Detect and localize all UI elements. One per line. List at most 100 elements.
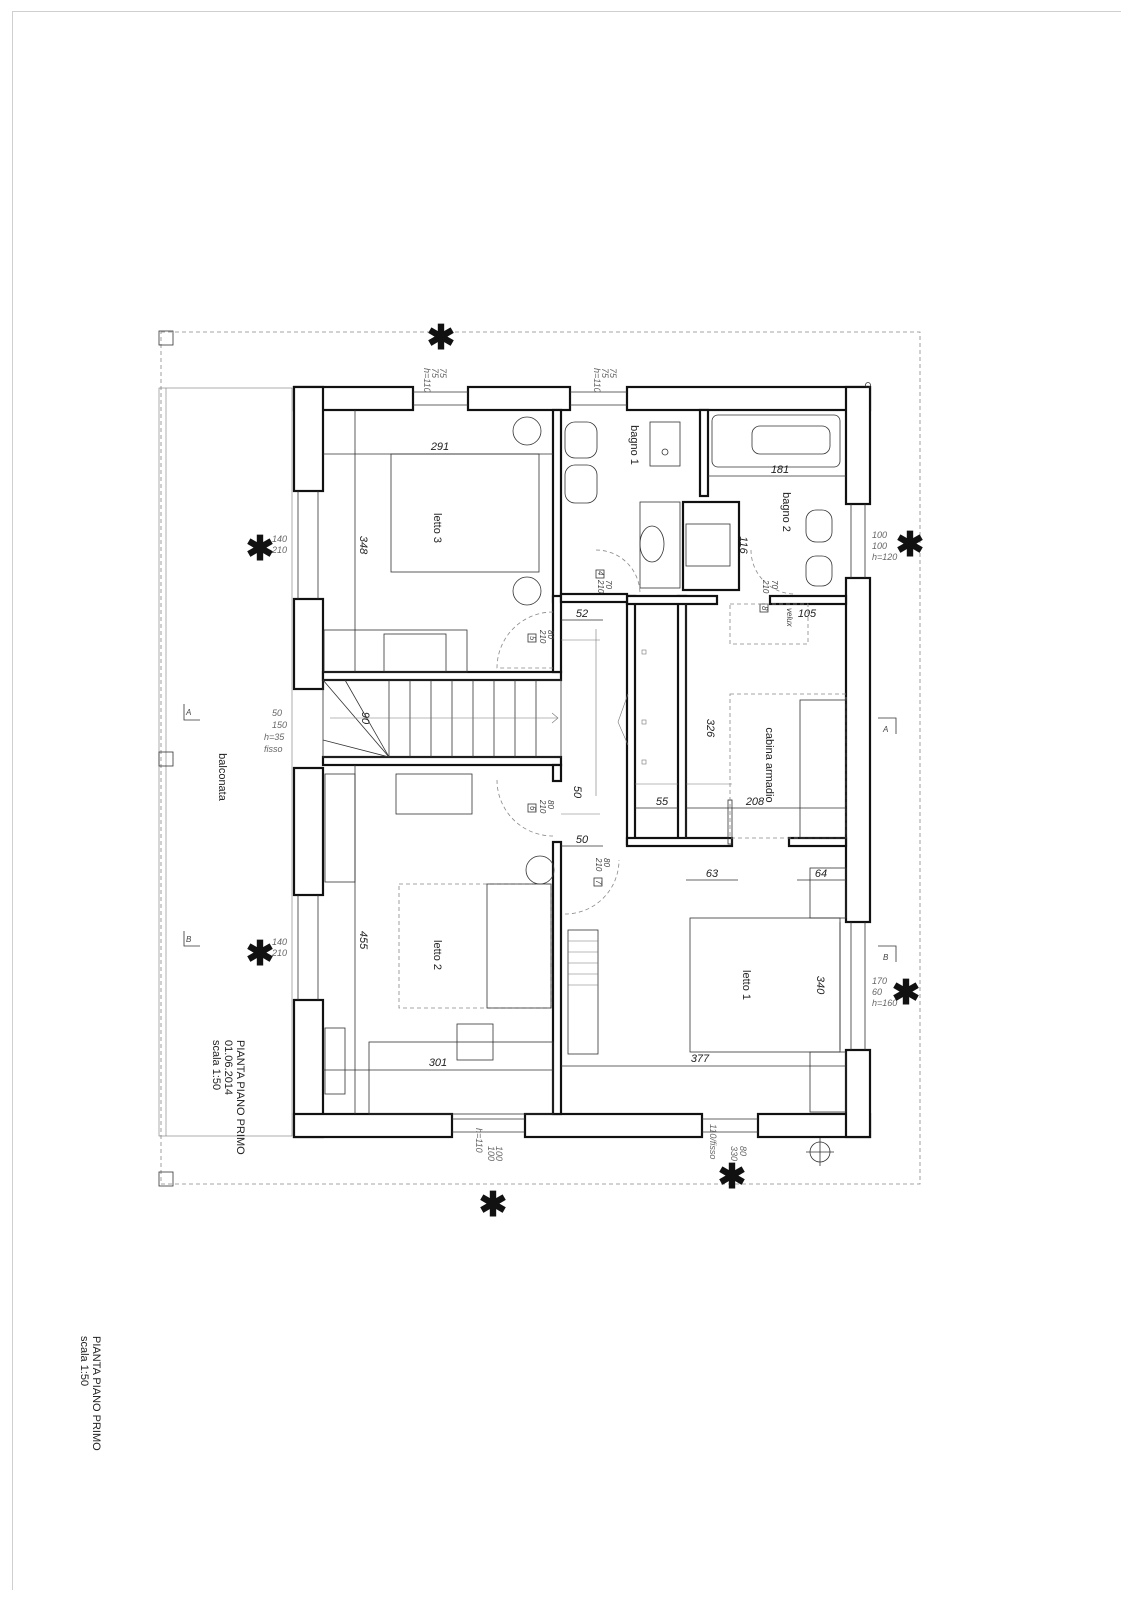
win-top-center-1: 75 (608, 368, 618, 379)
bathtub (711, 414, 841, 468)
door-tag-6-box (527, 803, 537, 813)
corridor (595, 629, 733, 845)
label-letto1: letto 1 (740, 970, 752, 1000)
window-annotations: 75 75 h=110 75 75 h=110 140 210 50 150 h… (264, 368, 897, 1161)
door-tag-8-h: 210 (761, 579, 770, 594)
door-tag-5: 5 (528, 636, 537, 641)
star-right-letto1: ✱ (892, 974, 921, 1012)
wall-stair-top (551, 594, 563, 674)
stair-outline (322, 679, 562, 758)
title-line2: 01.06.2014 (222, 1040, 234, 1095)
win-bottom-left-2: 100 (486, 1146, 496, 1161)
win-right-bagno2-2: 100 (872, 541, 887, 551)
star-markers: ✱ ✱ ✱ ✱ ✱ ✱ ✱ (246, 319, 925, 1224)
wall-left-3 (292, 766, 325, 897)
win-left-stair-1: 50 (272, 708, 282, 718)
section-b-left (183, 931, 200, 947)
dim-326: 326 (704, 719, 716, 738)
win-left-letto3-1: 140 (272, 534, 287, 544)
door-swings: 5 80 210 6 80 210 7 80 210 (496, 549, 796, 915)
win-top-center-2: 75 (600, 368, 610, 379)
door-tag-4: 4 (596, 571, 605, 576)
dim-291: 291 (430, 441, 449, 453)
door-tag-6-h: 210 (538, 799, 547, 814)
stair-winder (344, 679, 390, 758)
bidet (564, 464, 598, 504)
section-b-right (878, 945, 897, 962)
dim-301: 301 (429, 1057, 447, 1069)
bagno2-wall-block (681, 500, 741, 592)
wall-bagno1-bottom (559, 592, 629, 604)
win-bottom-right-2: 330 (729, 1146, 739, 1161)
win-left-letto2-1: 140 (272, 937, 287, 947)
win-top-center-3: h=110 (592, 368, 602, 393)
dim-63: 63 (706, 868, 719, 880)
star-left-letto2: ✱ (246, 935, 275, 973)
dim-340: 340 (814, 976, 826, 995)
velux-outline (729, 603, 809, 645)
star-bottom-left: ✱ (479, 1186, 508, 1224)
label-letto2: letto 2 (431, 940, 443, 970)
dim-64: 64 (815, 868, 827, 880)
room-letto-2: 455 301 letto 2 (323, 765, 555, 1115)
win-bottom-left-3: h=110 (474, 1128, 484, 1153)
dim-181: 181 (771, 464, 789, 476)
dim-52: 52 (576, 608, 588, 620)
win-left-stair-2: 150 (272, 720, 287, 730)
nightstand-bottom (512, 576, 542, 606)
title-line3: scala 1:50 (210, 1040, 222, 1090)
staircase: 90 (322, 679, 562, 758)
win-left-letto2-2: 210 (271, 948, 287, 958)
win-right-bagno2-3: h=120 (872, 552, 897, 562)
section-a-left (183, 704, 200, 721)
washbasin (639, 525, 665, 563)
star-right-bagno2: ✱ (896, 526, 925, 564)
margin-title-line1: PIANTA PIANO PRIMO (90, 1336, 102, 1451)
wall-right-1 (844, 385, 872, 506)
wall-stair-low (551, 763, 563, 783)
label-balconata: balconata (216, 753, 228, 802)
toilet-b2 (805, 509, 833, 543)
closet-door (617, 693, 629, 746)
margin-title: PIANTA PIANO PRIMO scala 1:50 (78, 1336, 102, 1451)
star-bottom-right: ✱ (718, 1158, 747, 1196)
closet-mark (641, 649, 647, 655)
chair-letto3 (383, 633, 447, 673)
room-bagno-2: 181 116 bagno 2 8 70 210 velux 105 (685, 414, 846, 645)
star-top: ✱ (427, 319, 456, 357)
win-top-left-1: 75 (438, 368, 448, 379)
wall-top-b (466, 385, 572, 412)
label-cabina: cabina armadio (763, 727, 775, 802)
wall-bottom-b (523, 1112, 704, 1139)
dim-208: 208 (745, 796, 765, 808)
nightstand-letto1-top (809, 867, 847, 919)
post-top (158, 330, 174, 346)
door-6-swing (496, 779, 554, 837)
win-top-left-3: h=110 (422, 368, 432, 393)
dim-50a: 50 (571, 786, 583, 799)
door-tag-4-w: 70 (604, 580, 613, 589)
stair-winder (322, 679, 390, 758)
toilet (564, 421, 598, 459)
door-7-swing (564, 859, 620, 915)
dim-55: 55 (656, 796, 669, 808)
door-tag-8-w: 70 (770, 580, 779, 589)
door-tag-5-w: 80 (546, 630, 555, 639)
section-b-left-label: B (186, 935, 192, 944)
label-bagno2: bagno 2 (780, 492, 792, 532)
door-tag-8: 8 (760, 606, 769, 611)
post-mid (158, 751, 174, 767)
dim-90: 90 (359, 712, 371, 725)
room-letto-3: 291 348 letto 3 (323, 410, 553, 673)
closet-mark (641, 719, 647, 725)
door-tag-5-h: 210 (538, 629, 547, 644)
door-tag-7-h: 210 (594, 857, 603, 872)
star-left-letto3: ✱ (246, 530, 275, 568)
win-top-left-2: 75 (430, 368, 440, 379)
bidet-b2 (805, 555, 833, 587)
corridor-dims: 52 50 50 55 208 326 63 64 (561, 604, 846, 881)
interior-walls (321, 408, 848, 1116)
door-4-swing (595, 549, 641, 595)
